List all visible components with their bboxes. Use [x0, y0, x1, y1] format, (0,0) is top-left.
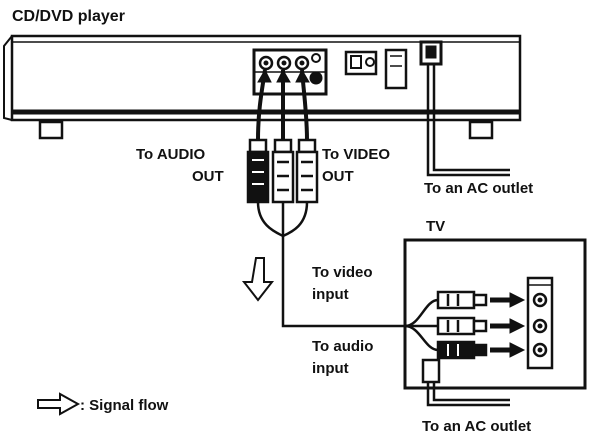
- player-power-cord: [426, 64, 510, 177]
- tv-unit: [403, 238, 587, 390]
- signal-flow-legend-label: : Signal flow: [80, 397, 169, 414]
- audio-input-label-line1: To audio: [312, 338, 374, 355]
- player-title: CD/DVD player: [12, 8, 125, 25]
- av-cable: [246, 68, 526, 360]
- tv-power-cord: [426, 382, 510, 407]
- audio-out-label-line1: To AUDIO: [136, 146, 206, 163]
- video-out-label-line2: OUT: [322, 168, 354, 185]
- signal-flow-legend-icon: [37, 392, 81, 416]
- video-input-label-line1: To video: [312, 264, 373, 281]
- player-rear-panel: [252, 40, 443, 96]
- tv-title: TV: [426, 218, 446, 235]
- video-out-label-line1: To VIDEO: [322, 146, 391, 163]
- audio-out-label-line2: OUT: [192, 168, 224, 185]
- tv-ac-outlet-label: To an AC outlet: [422, 418, 532, 435]
- video-input-label-line2: input: [312, 286, 349, 303]
- audio-input-label-line2: input: [312, 360, 349, 377]
- signal-flow-arrow-icon: [241, 257, 275, 302]
- player-ac-outlet-label: To an AC outlet: [424, 180, 534, 197]
